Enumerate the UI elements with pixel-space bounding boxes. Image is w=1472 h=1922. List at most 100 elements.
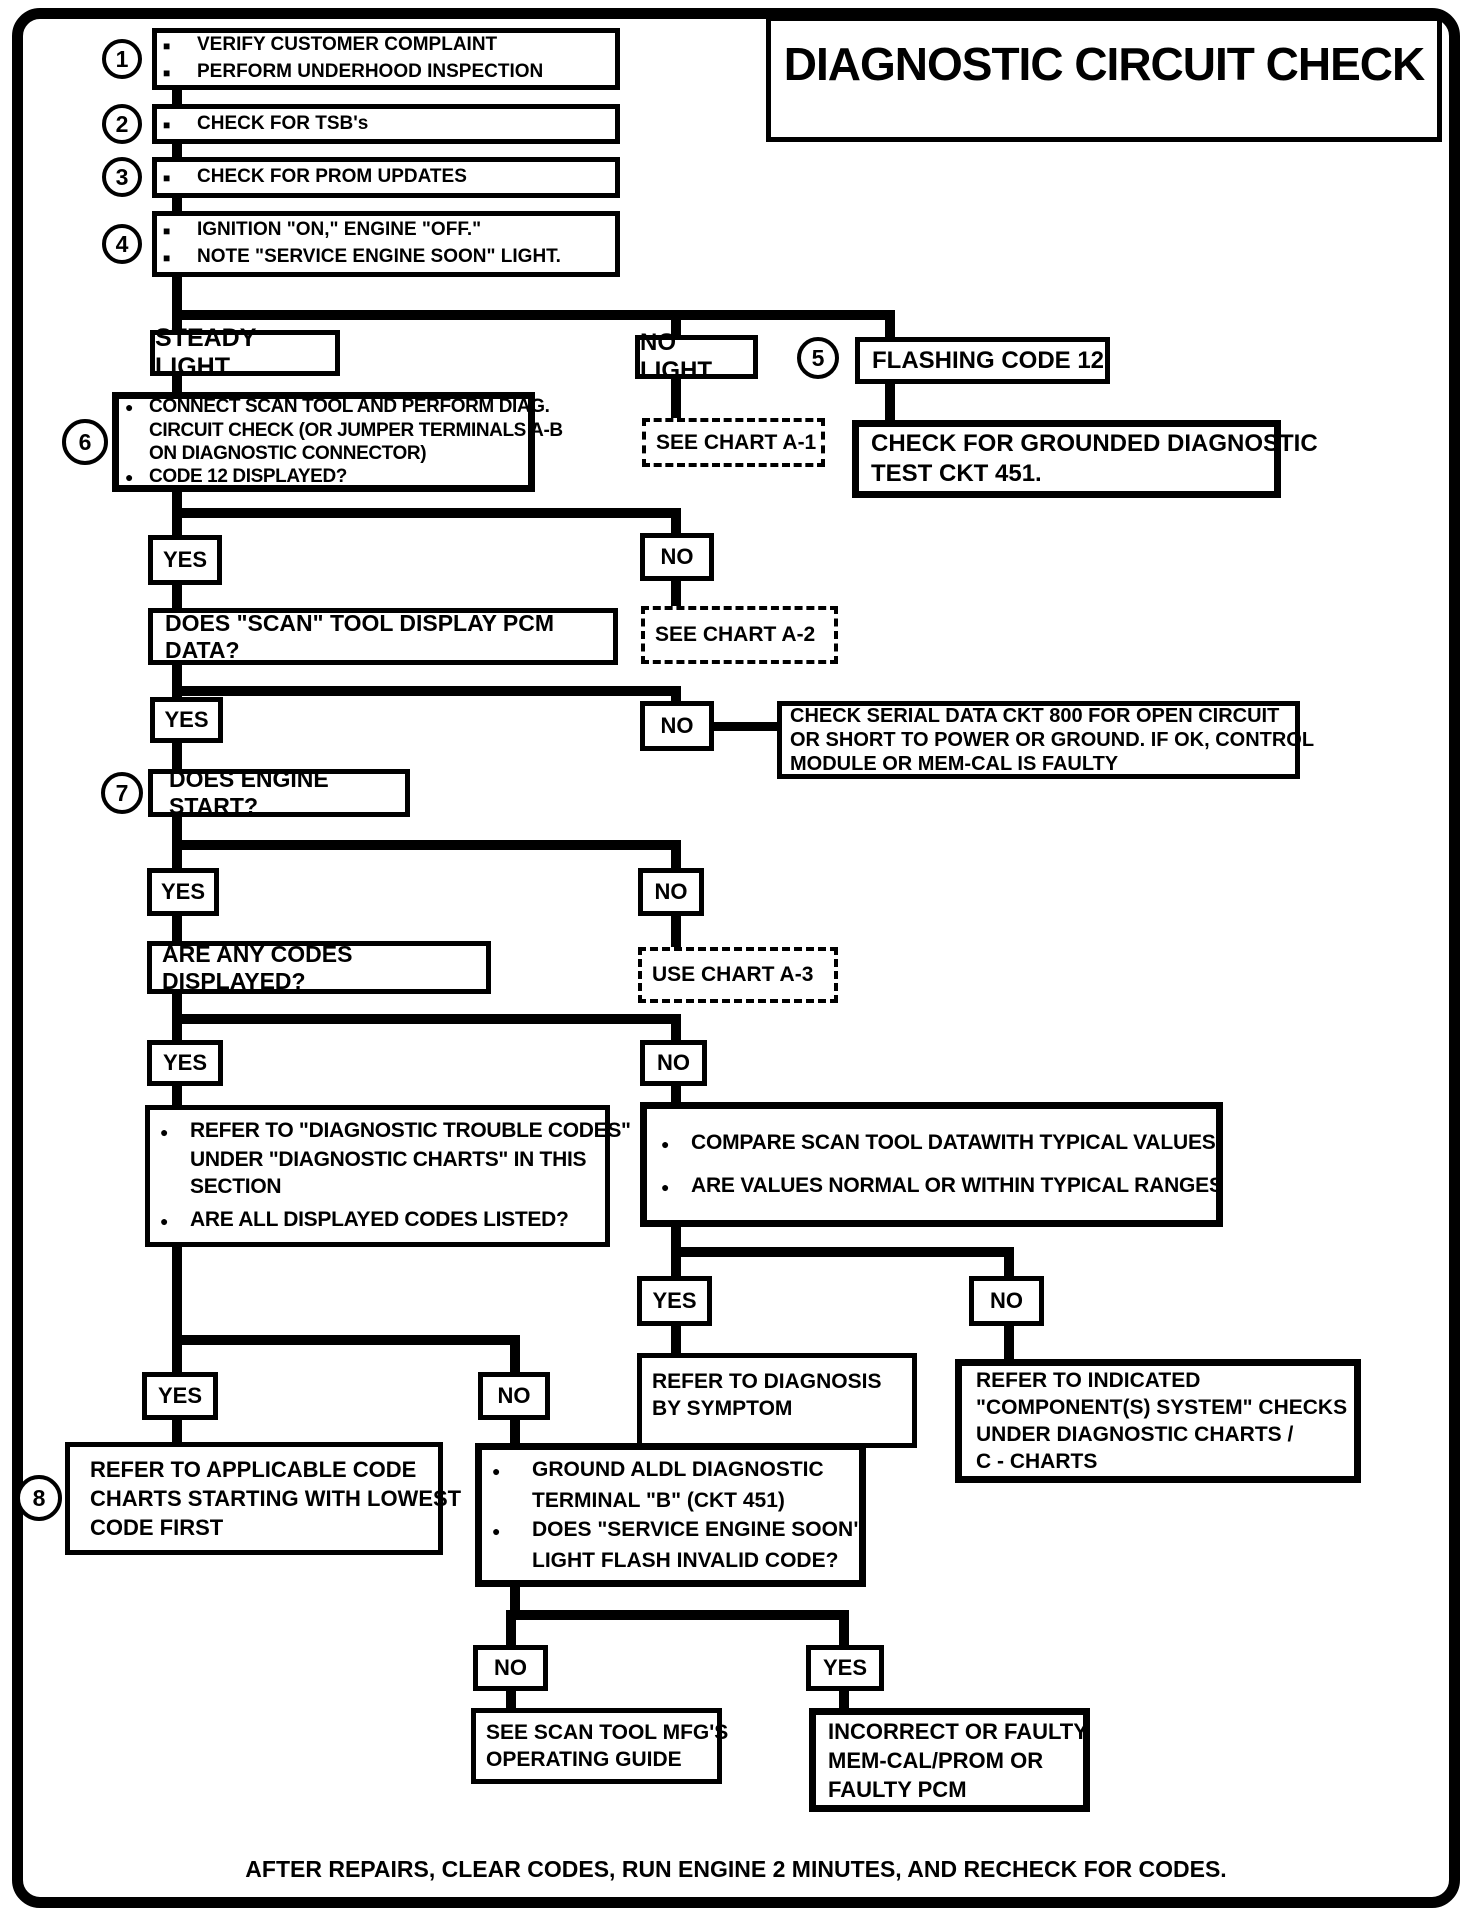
connector-line bbox=[172, 840, 681, 850]
bullet-dot-icon: ● bbox=[492, 1523, 501, 1539]
step-number-label: 8 bbox=[32, 1484, 46, 1511]
no-label: NO bbox=[660, 544, 694, 569]
flow-box-steady-light: STEADY LIGHT bbox=[150, 324, 340, 381]
text-line: DOES "SCAN" TOOL DISPLAY PCM DATA? bbox=[165, 609, 555, 663]
invalid-code-yes-box: YES bbox=[806, 1645, 884, 1691]
bullet-icon: ■ bbox=[163, 39, 171, 53]
connector-line bbox=[671, 1086, 681, 1102]
text-line: CIRCUIT CHECK (OR JUMPER TERMINALS A-B bbox=[149, 420, 563, 441]
text-line: CODE 12 DISPLAYED? bbox=[149, 466, 347, 487]
flow-box-ignition-on: ■IGNITION "ON," ENGINE "OFF." ■NOTE "SER… bbox=[152, 211, 620, 277]
bullet-dot-icon: ● bbox=[160, 1213, 169, 1229]
connector-line bbox=[839, 1691, 849, 1708]
text-line: LIGHT FLASH INVALID CODE? bbox=[532, 1549, 839, 1572]
text-line: SECTION bbox=[190, 1175, 282, 1198]
flow-box-no-light: NO LIGHT bbox=[635, 329, 758, 384]
step-number-label: 7 bbox=[115, 779, 129, 806]
text-line: SEE CHART A-1 bbox=[656, 430, 817, 454]
connector-line bbox=[510, 1587, 520, 1614]
codes-listed-no-box: NO bbox=[478, 1372, 550, 1420]
connector-line bbox=[671, 310, 681, 335]
page-border bbox=[12, 8, 1460, 1908]
connector-line bbox=[885, 384, 895, 420]
connector-line bbox=[671, 1227, 681, 1247]
connector-line bbox=[172, 144, 182, 157]
engine-start-yes-box: YES bbox=[147, 868, 219, 916]
text-line: CHECK SERIAL DATA CKT 800 FOR OPEN CIRCU… bbox=[790, 705, 1280, 727]
text-line: BY SYMPTOM bbox=[652, 1397, 793, 1420]
step-number-label: 2 bbox=[115, 110, 129, 137]
connector-line bbox=[506, 1691, 516, 1708]
text-line: OPERATING GUIDE bbox=[486, 1748, 682, 1771]
text-line: NOTE "SERVICE ENGINE SOON" LIGHT. bbox=[197, 246, 561, 267]
text-line: TERMINAL "B" (CKT 451) bbox=[532, 1489, 785, 1512]
step-number-6: 6 bbox=[62, 419, 108, 465]
connector-line bbox=[172, 994, 182, 1018]
text-line: CONNECT SCAN TOOL AND PERFORM DIAG. bbox=[149, 396, 550, 417]
connector-line bbox=[172, 585, 182, 608]
flow-box-component-system-checks: REFER TO INDICATED "COMPONENT(S) SYSTEM"… bbox=[955, 1359, 1361, 1483]
connector-line bbox=[172, 277, 182, 330]
flow-box-connect-scan-tool: ● CONNECT SCAN TOOL AND PERFORM DIAG. CIR… bbox=[112, 392, 563, 492]
codes-displayed-no-box: NO bbox=[640, 1040, 707, 1086]
step-number-label: 4 bbox=[115, 230, 129, 257]
bullet-dot-icon: ● bbox=[160, 1124, 169, 1140]
flow-box-compare-scan-data: ●COMPARE SCAN TOOL DATAWITH TYPICAL VALU… bbox=[640, 1102, 1223, 1227]
yes-label: YES bbox=[652, 1288, 697, 1313]
connector-line bbox=[671, 1247, 1014, 1257]
flow-box-see-chart-a2: SEE CHART A-2 bbox=[641, 606, 838, 664]
text-line: USE CHART A-3 bbox=[652, 963, 814, 986]
text-line: SEE CHART A-2 bbox=[655, 623, 816, 646]
yes-label: YES bbox=[822, 1655, 868, 1680]
no-label: NO bbox=[654, 879, 688, 904]
text-line: MODULE OR MEM-CAL IS FAULTY bbox=[790, 753, 1119, 775]
codes-displayed-yes-box: YES bbox=[147, 1040, 223, 1086]
values-normal-no-box: NO bbox=[969, 1276, 1044, 1326]
connector-line bbox=[172, 1420, 182, 1442]
yes-label: YES bbox=[157, 1383, 203, 1408]
flow-box-use-chart-a3: USE CHART A-3 bbox=[638, 947, 838, 1003]
connector-line bbox=[506, 1620, 516, 1645]
text-line: REFER TO DIAGNOSIS bbox=[652, 1370, 882, 1393]
step-number-1: 1 bbox=[102, 39, 142, 79]
connector-line bbox=[172, 492, 182, 518]
bullet-dot-icon: ● bbox=[125, 469, 134, 485]
connector-line bbox=[172, 508, 681, 518]
text-line: C - CHARTS bbox=[976, 1450, 1098, 1473]
flow-box-verify-complaint: ■VERIFY CUSTOMER COMPLAINT ■PERFORM UNDE… bbox=[152, 28, 620, 90]
yes-label: YES bbox=[162, 1050, 208, 1075]
text-line: STEADY LIGHT bbox=[155, 324, 256, 381]
connector-line bbox=[671, 1024, 681, 1040]
step-number-label: 5 bbox=[811, 344, 825, 371]
text-line: CHECK FOR TSB's bbox=[197, 112, 369, 134]
text-line: OR SHORT TO POWER OR GROUND. IF OK, CONT… bbox=[790, 729, 1315, 751]
text-line: MEM-CAL/PROM OR bbox=[828, 1747, 1044, 1773]
connector-line bbox=[671, 916, 681, 947]
flow-box-scan-tool-pcm-data: DOES "SCAN" TOOL DISPLAY PCM DATA? bbox=[148, 608, 618, 665]
text-line: INCORRECT OR FAULTY bbox=[828, 1718, 1088, 1744]
connector-line bbox=[1004, 1326, 1014, 1359]
text-line: CHECK FOR PROM UPDATES bbox=[197, 166, 467, 187]
no-label: NO bbox=[657, 1050, 690, 1075]
code12-no-box: NO bbox=[640, 533, 714, 581]
text-line: NO LIGHT bbox=[640, 329, 712, 384]
flow-box-refer-dtc-charts: ●REFER TO "DIAGNOSTIC TROUBLE CODES" UND… bbox=[145, 1105, 631, 1247]
footer-note: AFTER REPAIRS, CLEAR CODES, RUN ENGINE 2… bbox=[0, 1856, 1472, 1883]
text-line: SEE SCAN TOOL MFG'S bbox=[486, 1721, 729, 1744]
connector-line bbox=[1004, 1257, 1014, 1276]
text-line: UNDER DIAGNOSTIC CHARTS / bbox=[976, 1423, 1294, 1446]
code12-yes-box: YES bbox=[148, 535, 222, 585]
flow-box-any-codes-displayed: ARE ANY CODES DISPLAYED? bbox=[147, 941, 491, 994]
connector-line bbox=[172, 817, 182, 844]
text-line: IGNITION "ON," ENGINE "OFF." bbox=[197, 219, 482, 240]
connector-line bbox=[671, 581, 681, 606]
flow-box-check-tsb: ■CHECK FOR TSB's bbox=[152, 104, 620, 144]
bullet-icon: ■ bbox=[163, 224, 171, 238]
text-line: DOES "SERVICE ENGINE SOON" bbox=[532, 1518, 864, 1541]
step-number-label: 3 bbox=[115, 163, 129, 190]
connector-line bbox=[172, 310, 895, 320]
text-line: DOES ENGINE START? bbox=[169, 766, 329, 819]
pcm-yes-box: YES bbox=[150, 697, 223, 743]
text-line: REFER TO INDICATED bbox=[976, 1369, 1201, 1392]
text-line: FLASHING CODE 12 bbox=[872, 346, 1105, 374]
